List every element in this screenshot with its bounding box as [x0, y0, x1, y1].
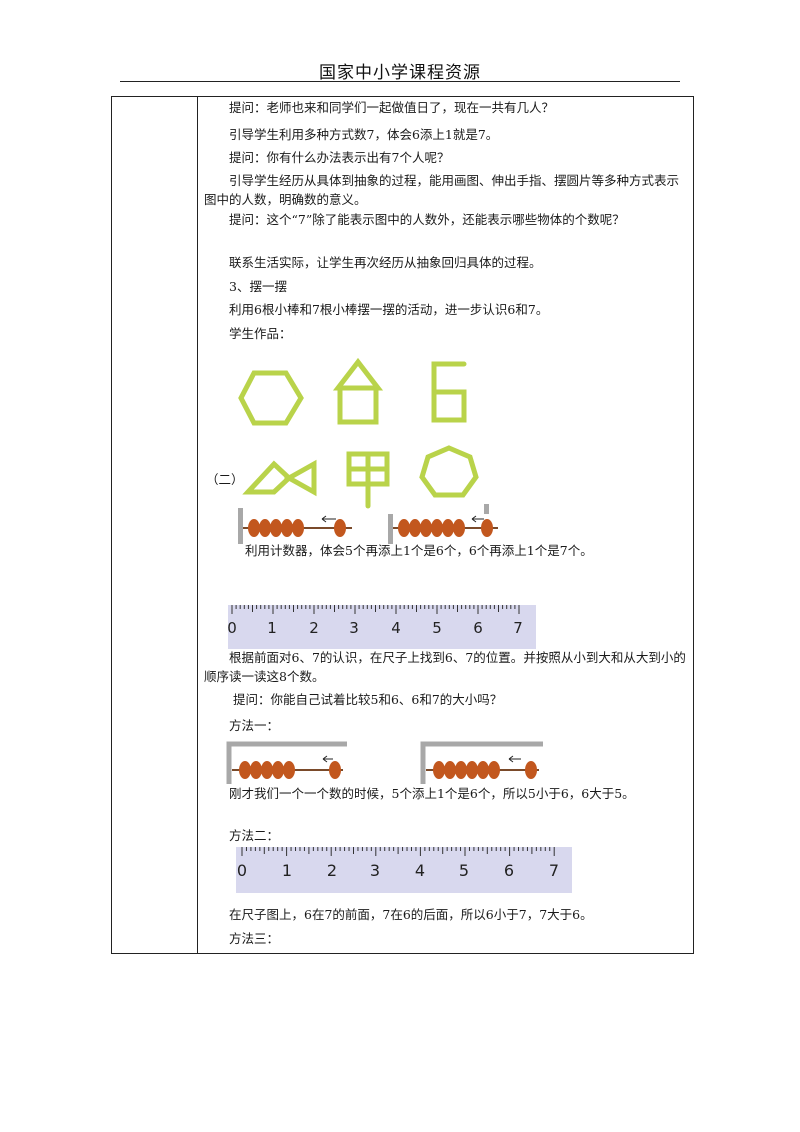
ruler-one-label-2: 2 — [309, 619, 319, 637]
method-one-label: 方法一： — [229, 718, 280, 733]
lesson-table — [111, 96, 694, 954]
abacus-six-plus-one — [388, 504, 498, 544]
method-two-label: 方法二： — [229, 828, 280, 843]
page-header-title: 国家中小学课程资源 — [319, 63, 481, 83]
paragraph-guide-2: 引导学生经历从具体到抽象的过程，能用画图、伸出手指、摆圆片等多种方式表示图中的人… — [204, 173, 680, 207]
stick-hexagon-figure — [238, 370, 304, 426]
stick-fish-figure — [242, 459, 317, 497]
ruler-two-label-0: 0 — [237, 861, 247, 880]
paragraph-method-two-explain: 在尺子图上，6在7的前面，7在6的后面，所以6小于7，7大于6。 — [229, 907, 593, 922]
paragraph-question-compare: 提问：你能自己试着比较5和6、6和7的大小吗？ — [233, 692, 503, 707]
ruler-one-label-4: 4 — [391, 619, 401, 637]
ruler-two-label-6: 6 — [504, 861, 514, 880]
ruler-one-label-5: 5 — [432, 619, 442, 637]
paragraph-activity: 利用6根小棒和7根小棒摆一摆的活动，进一步认识6和7。 — [229, 302, 549, 317]
ruler-two-label-4: 4 — [415, 861, 425, 880]
ruler-two-label-2: 2 — [327, 861, 337, 880]
paragraph-ruler-explain: 根据前面对6、7的认识，在尺子上找到6、7的位置。并按照从小到大和从大到小的顺序… — [204, 650, 686, 684]
paragraph-guide-1: 引导学生利用多种方式数7，体会6添上1就是7。 — [229, 127, 499, 142]
abacus-six-method-one — [420, 741, 543, 784]
ruler-one-label-1: 1 — [267, 619, 277, 637]
stick-number-six-figure — [431, 361, 467, 423]
section-heading-3: 3、摆一摆 — [229, 279, 287, 294]
ruler-two-label-1: 1 — [282, 861, 292, 880]
paragraph-question-2: 提问：你有什么办法表示出有7个人呢？ — [229, 150, 450, 165]
abacus-five-plus-one — [238, 508, 352, 544]
method-three-label: 方法三： — [229, 931, 280, 946]
header-rule — [120, 81, 680, 82]
paragraph-student-work: 学生作品： — [229, 326, 292, 341]
ruler-one-label-3: 3 — [349, 619, 359, 637]
ruler-one: 0 1 2 3 4 5 6 7 — [227, 605, 536, 649]
ruler-one-label-6: 6 — [473, 619, 483, 637]
stick-jia-character-figure — [346, 451, 390, 509]
ruler-two: 0 1 2 3 4 5 6 7 — [236, 847, 572, 893]
label-section-two: （二） — [206, 472, 244, 487]
paragraph-guide-3: 联系生活实际，让学生再次经历从抽象回归具体的过程。 — [229, 255, 542, 270]
paragraph-question-1: 提问：老师也来和同学们一起做值日了，现在一共有几人？ — [229, 100, 555, 115]
ruler-one-label-0: 0 — [227, 619, 237, 637]
paragraph-question-3: 提问：这个“7”除了能表示图中的人数外，还能表示哪些物体的个数呢？ — [229, 212, 625, 227]
ruler-two-label-5: 5 — [459, 861, 469, 880]
ruler-two-label-3: 3 — [370, 861, 380, 880]
stick-heptagon-figure — [419, 445, 479, 498]
table-column-divider — [197, 96, 198, 954]
abacus-five-method-one — [226, 741, 347, 784]
ruler-two-label-7: 7 — [549, 861, 559, 880]
paragraph-abacus-explain: 利用计数器，体会5个再添上1个是6个，6个再添上1个是7个。 — [245, 543, 593, 558]
stick-house-figure — [332, 357, 384, 425]
ruler-one-label-7: 7 — [513, 619, 523, 637]
paragraph-method-one-explain: 刚才我们一个一个数的时候，5个添上1个是6个，所以5小于6，6大于5。 — [229, 786, 635, 801]
